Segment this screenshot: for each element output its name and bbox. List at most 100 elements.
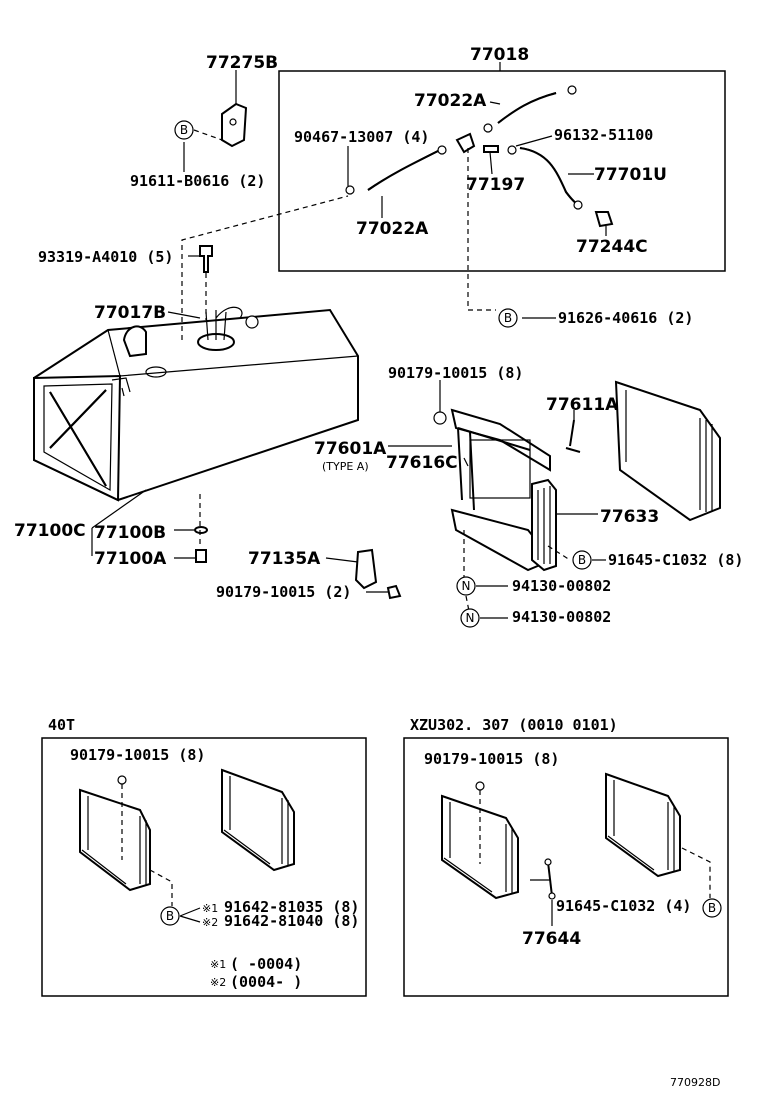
leader-77017b (167, 311, 201, 319)
clamp-icon (567, 85, 577, 95)
label-77644: 77644 (522, 929, 581, 949)
label-77701u: 77701U (594, 165, 667, 185)
tank-end-x-brace-inner (49, 389, 107, 487)
leader-77197 (489, 151, 493, 175)
label-77244c: 77244C (576, 237, 648, 257)
label-77017b: 77017B (94, 303, 166, 323)
label-90467: 90467-13007 (4) (294, 128, 429, 146)
bolt-77100a (195, 549, 207, 563)
marker-b: B (572, 550, 592, 570)
protector-40t-right (221, 768, 295, 872)
protector-77633-ribs (537, 486, 551, 564)
label-77100c: 77100C (14, 521, 86, 541)
pipe-77197 (483, 145, 499, 153)
washer-77100b (194, 526, 208, 534)
hose-77022a-bottom-inner (367, 149, 441, 191)
bracket-77244c (594, 211, 614, 228)
marker-b: B (702, 898, 722, 918)
marker-n-letter: N (466, 611, 475, 625)
label-77100b: 77100B (94, 523, 166, 543)
bolt-90179-head-icon (433, 411, 447, 425)
protector-xzu-left-ribs (443, 802, 513, 894)
footnote1-mark: ※1 (210, 958, 226, 971)
tank-end-rim (43, 383, 113, 492)
clamp-icon (437, 145, 447, 155)
leader-96132 (515, 135, 553, 147)
footnote2-mark: ※2 (210, 976, 226, 989)
marker-b: B (174, 120, 194, 140)
dashed-link (463, 530, 471, 617)
bolt-93319 (199, 245, 213, 273)
dashed-link (467, 148, 496, 311)
label-91611: 91611-B0616 (2) (130, 172, 265, 190)
label-77633: 77633 (600, 507, 659, 527)
bolt-77611a (565, 419, 581, 453)
note1-mark: ※1 (202, 902, 218, 915)
leader-77616c (463, 457, 469, 467)
dashed-link (121, 784, 173, 906)
marker-n-letter: N (462, 579, 471, 593)
footnote1-range: ( -0004) (230, 955, 302, 973)
marker-b: B (498, 308, 518, 328)
union-fitting-77197 (455, 132, 476, 154)
bolt-head-icon (544, 858, 552, 866)
leader-77022a-top (489, 101, 501, 105)
leader-77135a (325, 557, 359, 563)
bolt-hole-icon (229, 118, 237, 126)
label-93319: 93319-A4010 (5) (38, 248, 173, 266)
label-77601a: 77601A (314, 439, 387, 459)
protector-40t-right-ribs (223, 776, 289, 866)
label-77197: 77197 (466, 175, 525, 195)
label-77611a: 77611A (546, 395, 619, 415)
protector-xzu-right-ribs (607, 780, 675, 872)
marker-b-letter: B (578, 553, 586, 567)
frame-77616c (457, 427, 531, 511)
protector-40t-left (79, 788, 151, 892)
label-91645-8: 91645-C1032 (8) (608, 551, 743, 569)
marker-n: N (460, 608, 480, 628)
dashed-link (193, 129, 223, 141)
bracket-77135a (354, 548, 378, 590)
dashed-link (547, 545, 571, 561)
stay-77644 (547, 861, 553, 897)
bolt-head-icon (548, 892, 556, 900)
label-77100a: 77100A (94, 549, 167, 569)
bolt-90179-small (386, 584, 402, 600)
protector-77611a-ribs (625, 390, 713, 512)
tank-band-hook (111, 377, 131, 397)
section-xzu-box (403, 737, 729, 997)
section-40t-title: 40T (48, 716, 75, 734)
note2-mark: ※2 (202, 916, 218, 929)
tank-plate (145, 366, 167, 378)
leader-40t-b (179, 907, 201, 923)
marker-b-letter: B (504, 311, 512, 325)
tank-fitting-icon (245, 315, 259, 329)
label-96132: 96132-51100 (554, 126, 653, 144)
label-77022a-bottom: 77022A (356, 219, 429, 239)
label-77018: 77018 (470, 45, 529, 65)
label-77616c: 77616C (386, 453, 458, 473)
label-91642-81040: 91642-81040 (8) (224, 912, 359, 930)
label-90179-b: 90179-10015 (2) (216, 583, 351, 601)
clamp-icon (507, 145, 517, 155)
label-type-a: (TYPE A) (322, 460, 369, 473)
label-91645-4: 91645-C1032 (4) (556, 897, 691, 915)
label-xzu-bolt: 90179-10015 (8) (424, 750, 559, 768)
bolt-head-icon (117, 775, 127, 785)
label-91642-81035: 91642-81035 (8) (224, 898, 359, 916)
hose-77701u-inner (519, 147, 581, 207)
hose-group-box (278, 70, 726, 272)
protector-77611a (614, 380, 721, 522)
clamp-icon (573, 200, 583, 210)
sender-tubes (205, 306, 243, 341)
section-xzu-title: XZU302. 307 (0010 0101) (410, 716, 618, 734)
marker-b-letter: B (180, 123, 188, 137)
hose-77022a-top-inner (497, 92, 557, 124)
label-91626: 91626-40616 (2) (558, 309, 693, 327)
filler-neck (122, 325, 147, 358)
label-94130-1: 94130-00802 (512, 577, 611, 595)
frame-77616c-inner (469, 439, 531, 499)
clamp-icon (345, 185, 355, 195)
diagram-code: 770928D (670, 1076, 720, 1089)
